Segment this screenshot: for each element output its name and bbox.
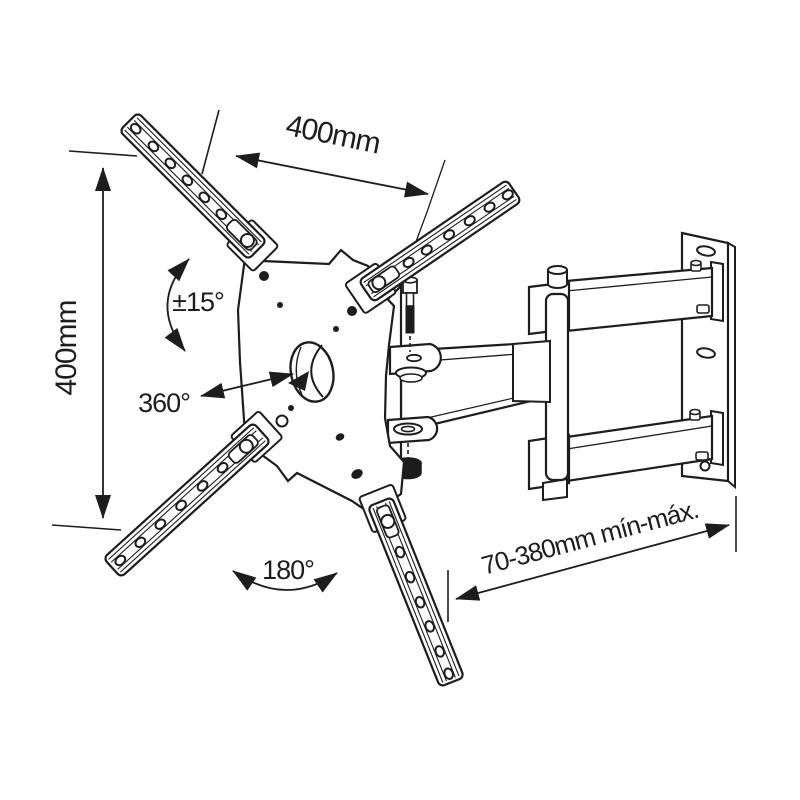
plate-hole — [277, 302, 283, 308]
elbow-block — [512, 339, 551, 404]
dimensions — [95, 152, 730, 601]
rail-hole — [424, 620, 436, 633]
rail-ridge — [108, 427, 255, 560]
vesa-rails — [104, 113, 521, 687]
wall-slot-top — [696, 245, 716, 257]
rail-ridge — [373, 198, 517, 298]
left-dim-bottom-tick — [51, 524, 122, 531]
upper-tab-washer-inner — [399, 373, 423, 383]
label-vesa-height: 400mm — [50, 300, 83, 395]
label-vesa-width: 400mm — [283, 109, 383, 160]
rail-ridge — [372, 507, 444, 683]
vesa-rail-bottom-left — [104, 410, 283, 577]
rail-hole — [196, 480, 209, 492]
rail-hole — [414, 595, 426, 609]
label-rotate-angle: 180° — [262, 555, 314, 585]
rail-hole — [198, 191, 211, 204]
vesa-rail-bottom-right — [358, 484, 464, 687]
lower-wall-arm-edge — [566, 425, 713, 450]
post-foot — [542, 477, 568, 502]
rail-hole — [420, 244, 433, 256]
rail-ridge — [363, 184, 507, 284]
vesa-rail-top-right — [344, 180, 521, 314]
label-extension-range: 70-380mm mín-máx. — [478, 494, 701, 581]
rail-adjust-hole — [371, 275, 387, 291]
rail-hole — [164, 157, 177, 170]
vesa-rail-top-left — [120, 113, 279, 272]
rail-ridge — [388, 501, 460, 677]
hub-inner-curve — [310, 344, 324, 398]
rail-adjust-hole — [239, 232, 255, 248]
lower-tab-washer-hole — [400, 425, 416, 433]
top-dim-left-tick — [201, 109, 220, 175]
rail-hole — [402, 256, 415, 268]
top-width-dimension-line — [235, 152, 429, 198]
plate-hole — [288, 405, 294, 411]
tilt-bolt-thread — [405, 305, 415, 334]
rail-hole — [175, 499, 187, 512]
plate-hole — [333, 326, 339, 332]
hub-swirl-arrow-icon — [288, 371, 309, 391]
rail-hole — [154, 518, 167, 530]
rail-hole — [147, 140, 160, 153]
rail-hole — [501, 189, 514, 201]
wall-hole-bottom — [699, 460, 711, 472]
tilt-bolt-shaft — [405, 292, 415, 307]
rail-hole — [443, 667, 454, 680]
rail-hole — [215, 208, 228, 221]
lower-arm-bolt-head — [689, 408, 701, 416]
rail-hole — [443, 229, 456, 241]
wall-slot-middle — [696, 347, 716, 359]
plate-hole — [259, 271, 269, 281]
plate-hole — [347, 306, 357, 316]
rail-ridge — [124, 129, 250, 255]
upper-arm-lower-bolt — [696, 304, 710, 314]
plate-open-hole — [275, 414, 289, 428]
rail-hole — [483, 201, 496, 213]
rail-hole — [216, 462, 229, 474]
rail-adjust-hole — [238, 438, 254, 454]
lower-arm-lower-bolt — [695, 451, 709, 461]
swivel-arrow — [200, 371, 294, 399]
vesa-plate-holes — [259, 271, 363, 479]
rotate-arc-arrow — [232, 570, 338, 593]
label-tilt-angle: ±15° — [172, 287, 224, 317]
depth-dimension-line — [455, 523, 730, 601]
rail-body — [104, 423, 270, 577]
upper-wall-arm-edge — [565, 276, 713, 292]
rail-hole — [434, 645, 446, 658]
wall-arm-assembly — [564, 259, 724, 483]
upper-tab-hole — [406, 353, 422, 363]
rail-hole — [134, 536, 147, 549]
rail-hole — [404, 570, 416, 584]
left-dim-top-tick — [68, 150, 138, 157]
rail-ridge — [119, 440, 266, 573]
rail-hole — [463, 215, 476, 227]
rail-body — [359, 180, 521, 302]
pivot-post-assembly — [527, 265, 571, 502]
hub-inner-curve-2 — [295, 346, 303, 396]
upper-arm-bolt-head — [690, 259, 702, 267]
plate-hole — [335, 433, 345, 441]
rail-ridge — [136, 117, 262, 243]
plate-hole — [351, 469, 363, 479]
rail-hole — [129, 122, 142, 135]
rail-hole — [114, 554, 127, 567]
post-top-bolt-head — [547, 265, 568, 275]
rail-hole — [394, 545, 406, 559]
tilt-arc-arrow — [164, 258, 190, 352]
label-swivel-angle: 360° — [138, 388, 190, 418]
rail-adjust-hole — [380, 513, 396, 529]
